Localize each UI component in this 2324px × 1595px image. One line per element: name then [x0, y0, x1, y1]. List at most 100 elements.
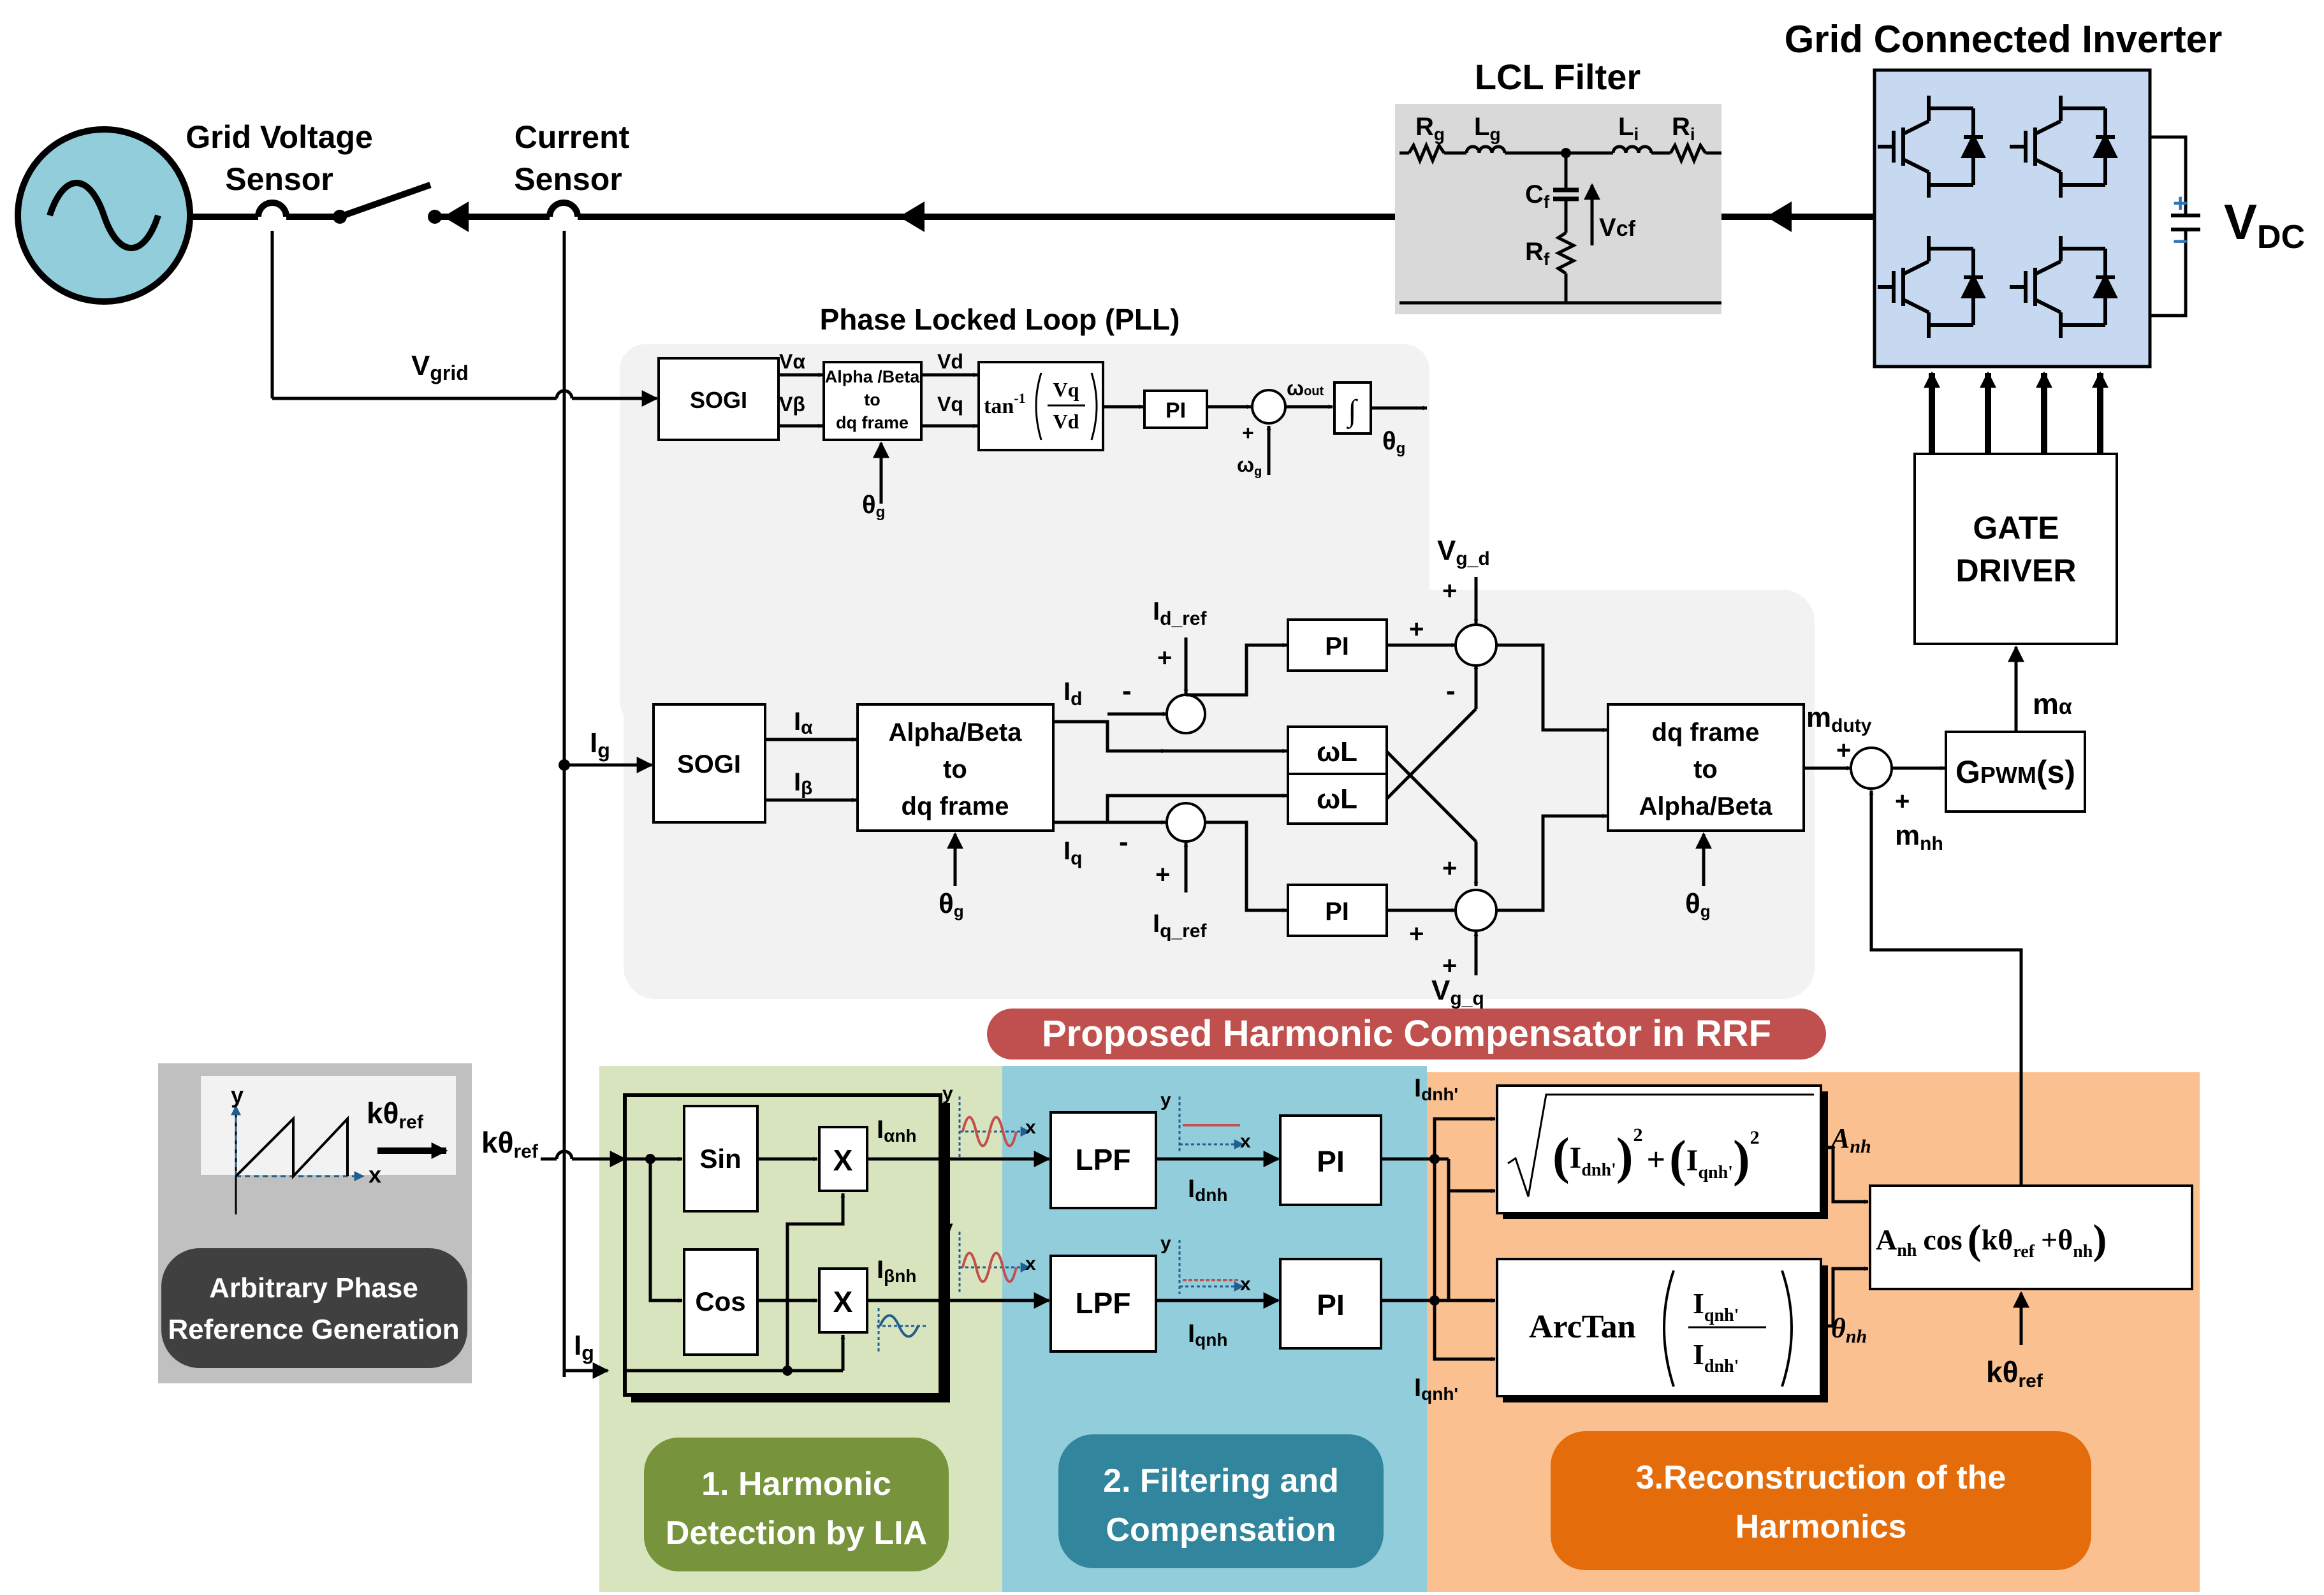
pll-vbeta: Vβ: [779, 393, 805, 416]
mnh-feedback-wire: [1869, 790, 2023, 1186]
pll-atan-paren: [1035, 372, 1098, 441]
lpf-q-box: [1049, 1255, 1157, 1353]
idnh-label: Idnh: [1188, 1175, 1227, 1205]
cc-idref-label: Id_ref: [1153, 597, 1207, 629]
lcl-filter-circuit: [1400, 141, 1721, 305]
sqrt-formula: [1507, 1093, 1814, 1197]
arbitrary-phase-label-bg: [161, 1248, 467, 1368]
pll-theta-in: θg: [862, 491, 885, 521]
cc-d-minus: -: [1122, 675, 1132, 706]
cc-wl-d-label: ωL: [1317, 736, 1357, 768]
gate-driver-box: [1913, 453, 2118, 645]
ianh-plot-y: y: [942, 1083, 953, 1104]
cc-ialpha: Iα: [794, 708, 813, 738]
cc-dqab-theta: θg: [1685, 888, 1711, 921]
pll-atan-label: tan-1: [984, 390, 1026, 418]
arb-axis-y: y: [231, 1082, 244, 1108]
anh-label: Anh: [1829, 1123, 1871, 1157]
cc-pi-q-label: PI: [1325, 898, 1349, 926]
current-sensor-label-1: Current: [515, 119, 630, 155]
pll-omega-out: ωout: [1287, 377, 1324, 400]
dc-minus-sign: −: [2173, 228, 2188, 256]
cc-abdq-3: dq frame: [902, 792, 1009, 820]
pll-abdq-box: [822, 361, 923, 441]
section2-label-1: 2. Filtering and: [1103, 1462, 1339, 1499]
mduty-label: mduty: [1806, 702, 1872, 736]
cc-abdq-2: to: [943, 755, 967, 783]
cc-pi-d-label: PI: [1325, 632, 1349, 660]
final-sum: [1850, 747, 1893, 790]
lcl-li-label: Li: [1618, 113, 1639, 144]
lcl-vcf-label: Vcf: [1599, 214, 1636, 242]
pll-sogi-label: SOGI: [690, 387, 747, 413]
gate-driver-line1: GATE: [1973, 510, 2059, 546]
iqnh-label: Iqnh: [1188, 1320, 1227, 1350]
m-alpha-label: mα: [2033, 687, 2072, 720]
lcl-cf-label: Cf: [1525, 180, 1550, 212]
lcl-lg-label: Lg: [1474, 113, 1501, 144]
section2-label-2: Compensation: [1106, 1511, 1336, 1548]
cc-sogi-label: SOGI: [677, 750, 741, 778]
vgrid-wire: [270, 231, 659, 407]
pll-atan-vd: Vd: [1053, 410, 1079, 433]
cc-theta-1: θg: [939, 888, 964, 921]
ibnh-label: Iβnh: [877, 1256, 916, 1286]
dc-link: [2150, 135, 2200, 317]
cc-d-out-minus: -: [1446, 675, 1456, 706]
pll-vq-signal: Vq: [937, 393, 963, 416]
idnhp-label: Idnh': [1414, 1074, 1458, 1104]
cc-dqab-1: dq frame: [1652, 718, 1760, 747]
inverter-title: Grid Connected Inverter: [1785, 18, 2223, 61]
cc-dqab-3: Alpha/Beta: [1639, 792, 1773, 820]
arb-ktheta: kθref: [367, 1096, 424, 1133]
cc-d-error-sum: [1166, 694, 1206, 734]
sqrt-expression: (Idnh')2+(Iqnh')2: [1553, 1125, 1760, 1187]
cc-pi-d-box: [1287, 618, 1388, 672]
cc-q-plus: +: [1155, 861, 1170, 889]
cc-abdq-1: Alpha/Beta: [889, 718, 1023, 747]
lcl-rg-label: Rg: [1415, 113, 1445, 144]
arbitrary-phase-plot-area: [201, 1076, 456, 1175]
cc-q-output-sum: [1454, 889, 1498, 932]
pi-d-box: [1279, 1114, 1382, 1206]
iqnh-plot: [1178, 1240, 1245, 1294]
section3-label-bg: [1551, 1431, 2091, 1570]
grid-voltage-sensor-label-2: Sensor: [225, 161, 333, 197]
iqnh-plot-x: x: [1240, 1274, 1251, 1295]
inverter-switches: [1878, 96, 2118, 338]
pll-atan-vq: Vq: [1053, 378, 1079, 401]
recon-box: [1869, 1184, 2193, 1290]
section2-label-bg: [1058, 1434, 1384, 1568]
gpwm-box: [1945, 731, 2086, 813]
current-sensor-label-2: Sensor: [514, 161, 622, 197]
pll-integrator: ∫: [1346, 394, 1358, 429]
lcl-filter-title: LCL Filter: [1475, 57, 1641, 97]
cc-wl-q-box: [1287, 773, 1388, 825]
ibnh-plot-x: x: [1025, 1253, 1036, 1274]
cc-q-out-plus-left: +: [1409, 920, 1424, 948]
pll-abdq-1: Alpha /Beta: [825, 367, 921, 386]
proposed-banner: [987, 1009, 1826, 1060]
iqnh-plot-y: y: [1160, 1233, 1171, 1254]
pi-q-label: PI: [1317, 1288, 1344, 1322]
cc-dqab-2: to: [1693, 755, 1718, 783]
cc-sogi-box: [652, 703, 766, 824]
mduty-plus: +: [1836, 736, 1851, 764]
cc-d-output-sum: [1454, 623, 1498, 667]
pll-pi-label: PI: [1166, 398, 1186, 423]
ktheta-input-label: kθref: [481, 1126, 539, 1162]
pll-pi-box: [1143, 390, 1208, 429]
lia-mult-2-box: [818, 1267, 868, 1334]
mnh-plus: +: [1895, 787, 1910, 815]
pll-vd-signal: Vd: [937, 350, 963, 373]
vgrid-label: Vgrid: [411, 350, 469, 384]
ibnh-plot-y: y: [942, 1217, 953, 1238]
iqnhp-label: Iqnh': [1414, 1374, 1458, 1404]
lpf-q-label: LPF: [1076, 1286, 1131, 1320]
pll-valpha: Vα: [779, 350, 805, 373]
cc-d-out-plus-top: +: [1442, 577, 1457, 605]
cc-id-label: Id: [1063, 678, 1082, 710]
sqrt-box: [1496, 1084, 1822, 1214]
